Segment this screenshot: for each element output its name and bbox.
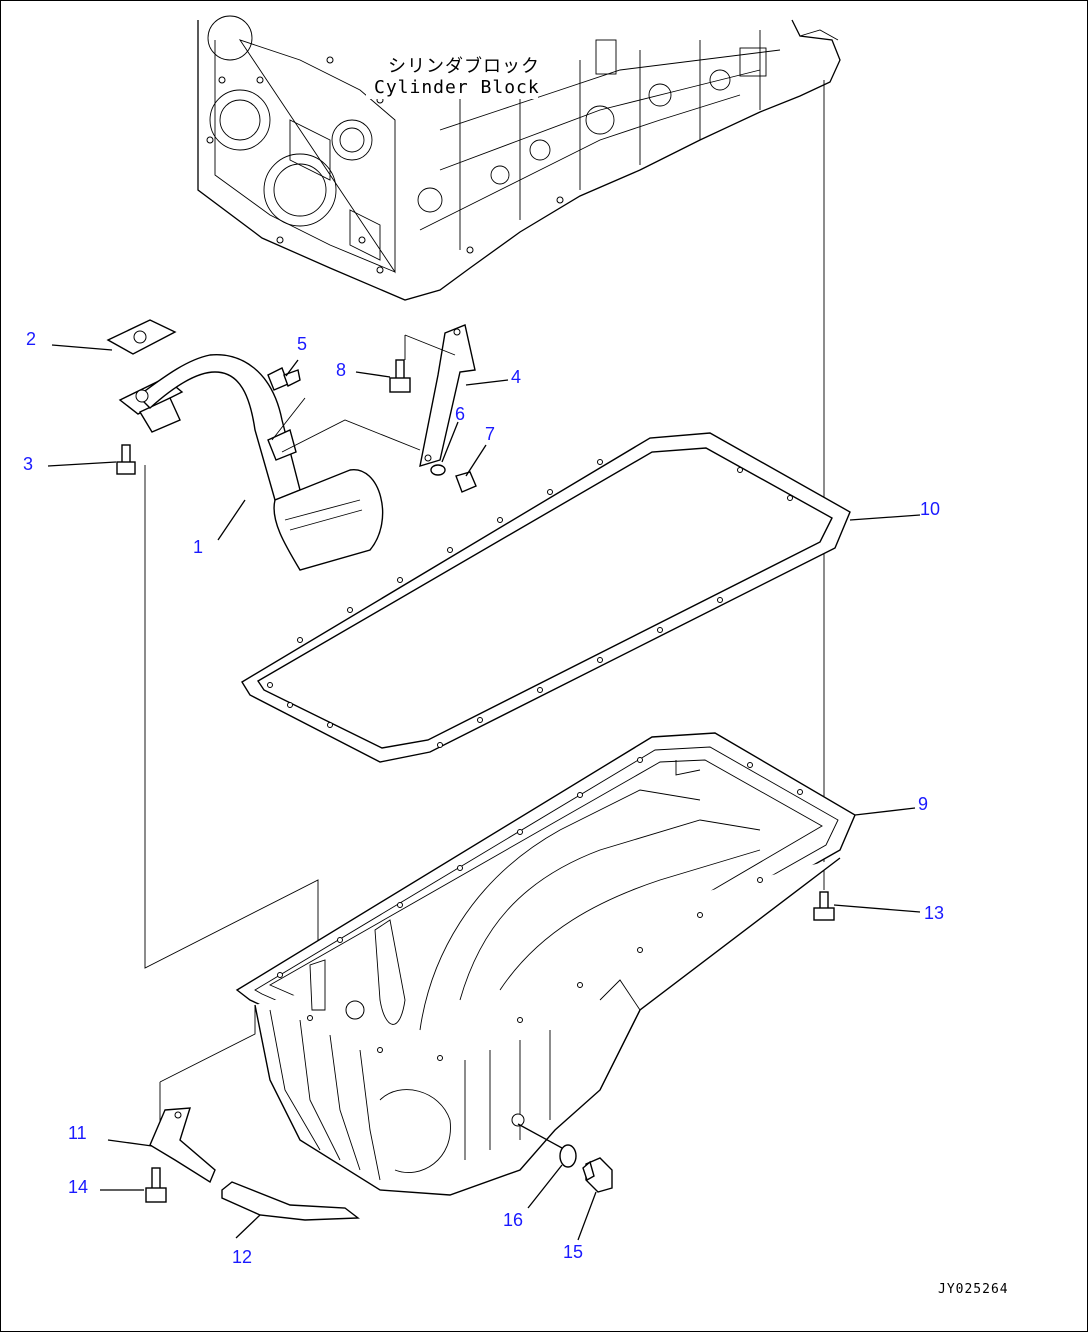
oil-pan-bolt [813,891,835,921]
callout-6: 6 [455,404,465,424]
bracket-bolt-5 [267,367,301,391]
leader-lines [47,344,921,1241]
callout-13: 13 [924,903,944,923]
callout-7: 7 [485,424,495,444]
callout-5: 5 [297,334,307,354]
washer [430,464,446,476]
cylinder-block [197,15,841,301]
drain-gasket [559,1144,577,1168]
drain-plug [582,1157,613,1193]
callout-11: 11 [68,1123,87,1143]
callout-16: 16 [503,1210,523,1230]
callout-10: 10 [920,499,940,519]
drawing-number: JY025264 [938,1282,1009,1297]
bracket-bolt-8 [389,359,411,393]
pipe-bracket [404,324,476,468]
oil-pan-gasket [241,432,851,763]
callout-12: 12 [232,1247,252,1267]
block-label-jp: シリンダブロック [388,55,540,77]
callout-15: 15 [563,1242,583,1262]
oil-pan [235,732,856,1196]
block-label-en: Cylinder Block [374,77,540,98]
bracket-bolt-14 [145,1167,167,1203]
callout-9: 9 [918,794,928,814]
pipe-gasket [106,319,177,355]
bracket-11 [149,1107,216,1184]
callouts: 1 2 3 4 5 6 7 8 9 10 11 12 13 14 15 16 [23,329,944,1267]
pipe-bolt [116,444,136,475]
callout-14: 14 [68,1177,88,1197]
callout-3: 3 [23,454,33,474]
callout-8: 8 [336,360,346,380]
callout-4: 4 [511,367,521,387]
suction-pipe [118,354,384,571]
callout-1: 1 [193,537,203,557]
nut [455,471,477,493]
bracket-12 [221,1181,360,1221]
callout-2: 2 [26,329,36,349]
